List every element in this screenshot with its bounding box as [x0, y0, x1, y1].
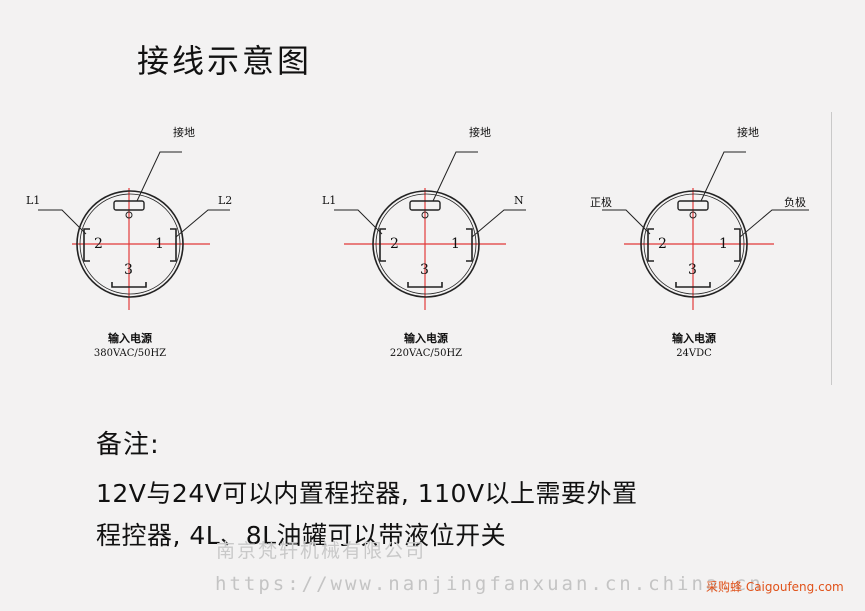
pin-1-slot — [734, 228, 741, 262]
wiring-diagram-380vac: 接地 L1 L2 2 1 3 输入电源 380VAC/50HZ — [20, 110, 280, 380]
ground-label: 接地 — [737, 126, 759, 139]
page-title: 接线示意图 — [137, 42, 313, 80]
caption-title: 输入电源 — [108, 332, 152, 345]
right-terminal-label: 负极 — [784, 196, 806, 209]
pin-1-number: 1 — [719, 236, 728, 252]
site-watermark: 采购蜂 Caigoufeng.com — [706, 580, 844, 594]
connector-outline — [76, 190, 184, 298]
pin-1-slot — [466, 228, 473, 262]
caption-voltage: 380VAC/50HZ — [93, 348, 167, 359]
left-leader — [334, 209, 383, 235]
connector-drawing — [38, 151, 230, 310]
left-terminal-label: 正极 — [590, 196, 612, 209]
wiring-diagram-24vdc: 接地 正极 负极 2 1 3 输入电源 24VDC — [584, 110, 844, 380]
right-divider — [831, 112, 832, 385]
pin-2-number: 2 — [94, 236, 103, 252]
ground-label: 接地 — [173, 126, 195, 139]
ground-slot — [409, 200, 441, 211]
pin-1-number: 1 — [451, 236, 460, 252]
pin-1-slot — [170, 228, 177, 262]
right-leader — [471, 209, 526, 238]
pin-2-slot — [379, 228, 386, 262]
pin-3-slot — [111, 282, 147, 288]
left-leader — [602, 209, 651, 235]
company-watermark: 南京梵轩机械有限公司 — [216, 540, 427, 562]
right-leader — [175, 209, 230, 238]
caption-title: 输入电源 — [404, 332, 448, 345]
pin-2-number: 2 — [658, 236, 667, 252]
connector-drawing — [602, 151, 809, 310]
ground-slot — [113, 200, 145, 211]
caption-voltage: 220VAC/50HZ — [389, 348, 463, 359]
ground-slot — [677, 200, 709, 211]
pin-2-slot — [647, 228, 654, 262]
center-crosshair — [624, 188, 774, 310]
right-leader — [739, 209, 809, 238]
right-terminal-label: N — [514, 194, 524, 207]
left-terminal-label: L1 — [322, 194, 337, 207]
pin-2-slot — [83, 228, 90, 262]
left-leader — [38, 209, 87, 235]
wiring-diagram-220vac: 接地 L1 N 2 1 3 输入电源 220VAC/50HZ — [316, 110, 576, 380]
connector-outline — [640, 190, 748, 298]
notes-line-1: 12V与24V可以内置程控器, 110V以上需要外置 — [96, 479, 638, 508]
ground-leader — [432, 151, 478, 202]
notes-heading: 备注: — [96, 430, 160, 460]
center-crosshair — [72, 188, 210, 310]
connector-drawing — [334, 151, 526, 310]
pin-3-slot — [407, 282, 443, 288]
notes-line-2: 程控器, 4L、8L油罐可以带液位开关 — [96, 521, 507, 550]
url-watermark: https://www.nanjingfanxuan.cn.china.cn — [215, 573, 764, 595]
pin-3-slot — [675, 282, 711, 288]
pin-3-number: 3 — [688, 262, 697, 278]
pin-2-number: 2 — [390, 236, 399, 252]
ground-leader — [136, 151, 182, 202]
ground-label: 接地 — [469, 126, 491, 139]
ground-leader — [700, 151, 746, 202]
caption-voltage: 24VDC — [676, 348, 712, 359]
caption-title: 输入电源 — [672, 332, 716, 345]
pin-3-number: 3 — [124, 262, 133, 278]
left-terminal-label: L1 — [26, 194, 41, 207]
connector-outline — [372, 190, 480, 298]
pin-1-number: 1 — [155, 236, 164, 252]
right-terminal-label: L2 — [218, 194, 233, 207]
pin-3-number: 3 — [420, 262, 429, 278]
center-crosshair — [344, 188, 506, 310]
